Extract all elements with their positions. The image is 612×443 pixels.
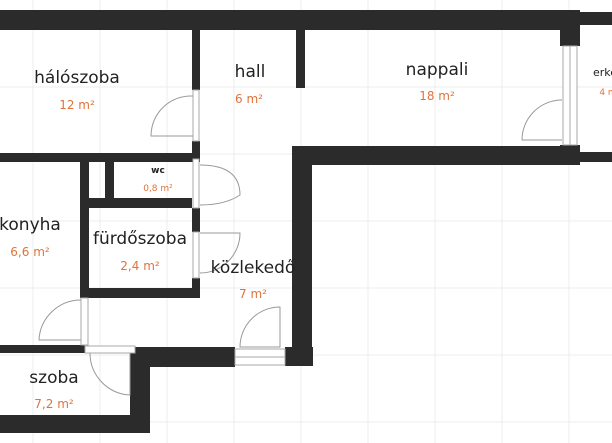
room-label-hall: hall	[234, 62, 266, 82]
windows-doors	[80, 45, 578, 366]
door-swing-kozlekedo	[239, 306, 281, 348]
room-area-wc: 0,8 m²	[143, 184, 173, 194]
room-label-furdoszoba: fürdőszoba	[92, 229, 188, 249]
door-swing-bath	[199, 232, 241, 274]
door-frame-konyha	[80, 297, 89, 346]
door-frame-halo	[192, 89, 200, 142]
wall-bath-bottom	[80, 288, 200, 298]
door-frame-bath	[192, 231, 200, 279]
wall-hall-nappali	[296, 30, 305, 88]
room-area-hall: 6 m²	[235, 92, 263, 106]
wall-bottom-mid	[135, 347, 235, 367]
door-swing-wc	[199, 164, 241, 206]
room-label-kozlekedo: közlekedő	[210, 258, 296, 278]
door-swings	[38, 95, 563, 396]
door-swing-konyha	[38, 299, 82, 341]
door-swing-szoba	[89, 352, 131, 396]
room-area-haloszoba: 12 m²	[59, 98, 95, 112]
room-area-furdoszoba: 2,4 m²	[120, 259, 160, 273]
room-label-erkely: erké	[592, 66, 612, 79]
door-frame-szoba	[84, 345, 136, 354]
room-area-szoba: 7,2 m²	[34, 397, 74, 411]
wall-kozlekedo-right	[292, 146, 312, 365]
door-swing-nappali	[521, 99, 563, 141]
walls	[0, 10, 612, 433]
room-label-szoba: szoba	[29, 368, 79, 388]
wall-bath-right-top	[192, 208, 200, 232]
wall-halo-hall-top	[192, 30, 200, 90]
wall-szoba-right	[130, 350, 150, 432]
wall-halo-hall-bottom	[192, 141, 200, 159]
wall-bottom-right	[285, 347, 313, 366]
wall-nappali-bottom	[292, 146, 580, 165]
room-area-konyha: 6,6 m²	[10, 245, 50, 259]
wall-nappali-right-top	[560, 10, 580, 46]
room-label-haloszoba: hálószoba	[34, 68, 120, 88]
room-label-nappali: nappali	[405, 60, 469, 80]
wall-wc-shaft	[105, 160, 114, 200]
room-area-kozlekedo: 7 m²	[239, 287, 267, 301]
wall-wc-left	[80, 153, 89, 298]
wall-szoba-bottom	[0, 415, 150, 433]
room-label-wc: wc	[151, 166, 165, 176]
wall-erkely-bottom	[580, 152, 612, 162]
wall-szoba-top	[0, 345, 85, 353]
room-label-konyha: konyha	[0, 215, 61, 235]
wall-halo-bottom	[0, 153, 200, 162]
wall-top	[0, 10, 580, 30]
door-frame-wc	[192, 158, 200, 209]
door-swing-halo	[150, 95, 194, 137]
wall-erkely-top	[580, 12, 612, 25]
room-area-erkely: 4 m	[599, 88, 612, 98]
room-area-nappali: 18 m²	[419, 89, 455, 103]
wall-wc-bottom	[88, 198, 192, 208]
